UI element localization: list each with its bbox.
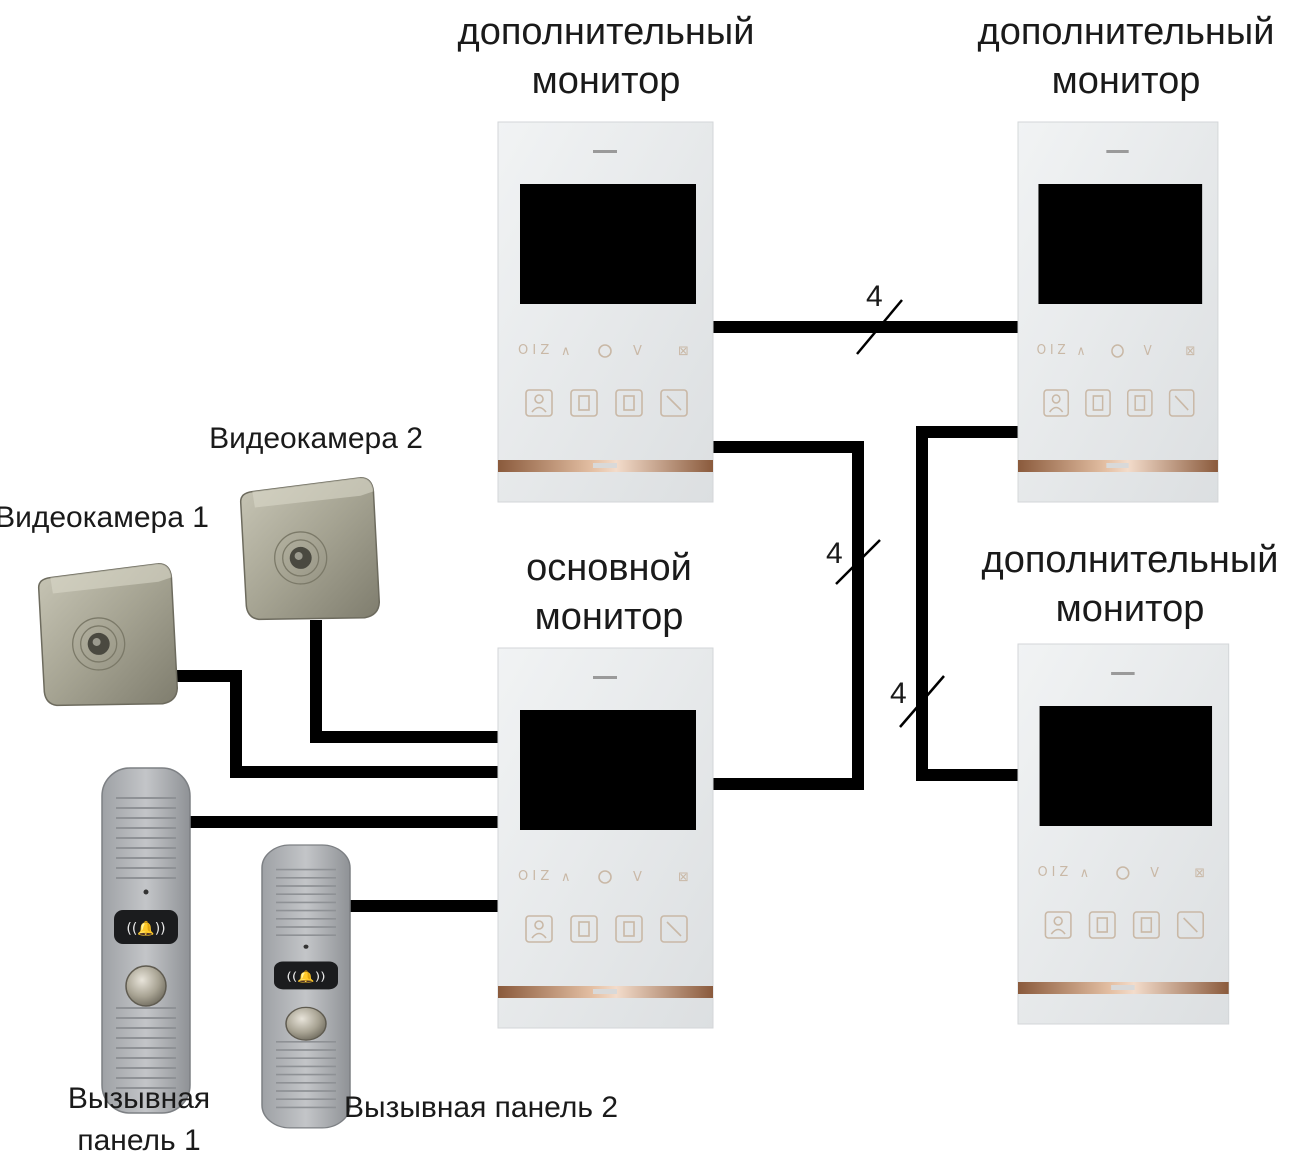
label-monitor-main-line-2: монитор (535, 596, 684, 638)
count-top-link: 4 (866, 280, 883, 313)
monitor-additional-top-1 (497, 121, 714, 503)
label-panel-1-line-2: панель 1 (77, 1124, 200, 1157)
label-monitor-top-1-line-2: монитор (532, 60, 681, 102)
wire-camera-2 (310, 620, 498, 743)
monitor-additional-bottom (1017, 643, 1230, 1025)
label-monitor-top-2-line-1: дополнительный (978, 11, 1275, 53)
monitor-additional-top-2 (1017, 121, 1219, 503)
wire-camera-1 (166, 670, 498, 778)
camera-1 (37, 562, 179, 709)
label-monitor-bottom-line-1: дополнительный (982, 539, 1279, 581)
slash-mark-main (835, 539, 881, 585)
slash-mark-top (856, 299, 903, 355)
label-panel-1-line-1: Вызывная (68, 1082, 210, 1115)
call-panel-1 (101, 767, 191, 1114)
label-monitor-top-1-line-1: дополнительный (458, 11, 755, 53)
wire-main-to-top (711, 441, 864, 790)
label-monitor-main-line-1: основной (526, 547, 692, 589)
label-monitor-bottom-line-2: монитор (1056, 588, 1205, 630)
slash-mark-right (899, 675, 945, 728)
label-monitor-top-2-line-2: монитор (1052, 60, 1201, 102)
label-camera-1: Видеокамера 1 (0, 501, 209, 534)
camera-2 (239, 476, 381, 623)
count-right-link: 4 (890, 677, 907, 710)
label-panel-2: Вызывная панель 2 (344, 1091, 618, 1124)
count-main-to-top: 4 (826, 537, 843, 570)
monitor-main (497, 647, 714, 1029)
label-camera-2: Видеокамера 2 (209, 422, 423, 455)
wire-right-link (916, 426, 1020, 781)
call-panel-2 (261, 844, 351, 1129)
